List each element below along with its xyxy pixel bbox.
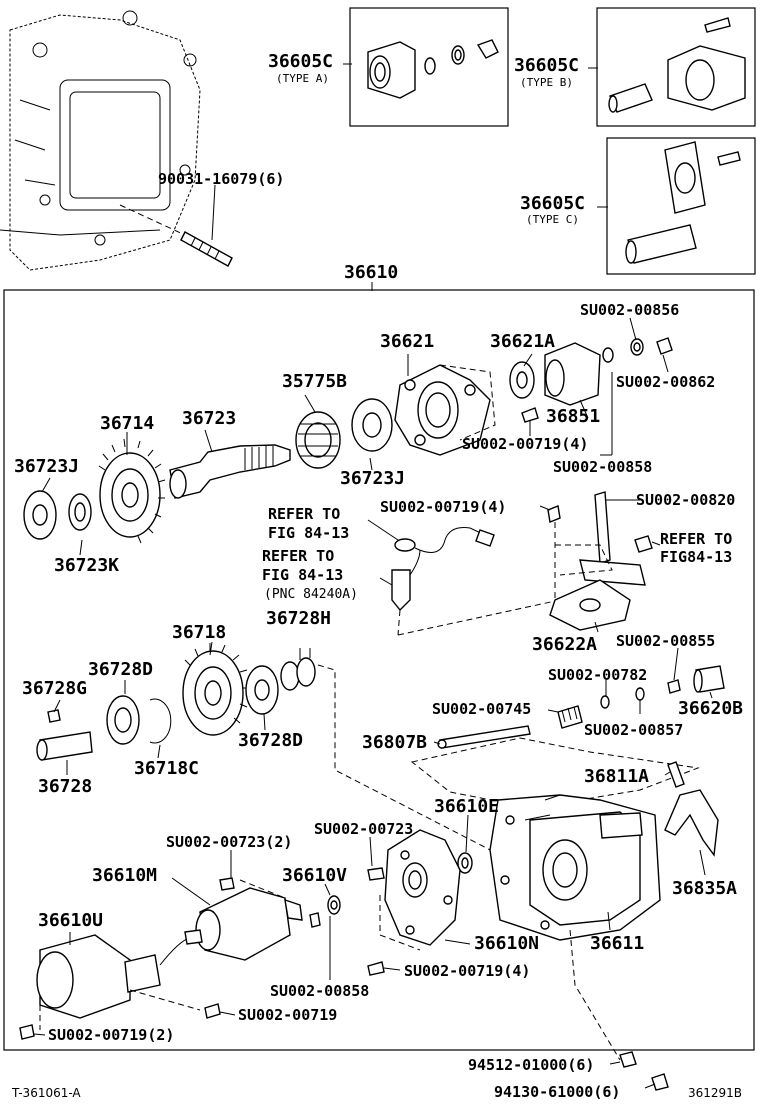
part-label-94512-01000: 94512-01000(6) xyxy=(468,1056,595,1074)
part-label-36611: 36611 xyxy=(590,933,645,954)
part-label-su002-00719-4-bottom: SU002-00719(4) xyxy=(404,962,531,980)
part-label-90031-16079: 90031-16079(6) xyxy=(158,170,285,188)
part-label-su002-00745: SU002-00745 xyxy=(432,700,532,718)
refer-to-text-1: REFER TO xyxy=(268,505,341,523)
part-label-36723: 36723 xyxy=(182,408,237,429)
fig-ref-text-1: FIG 84-13 xyxy=(268,524,350,542)
part-label-su002-00719-4-mid: SU002-00719(4) xyxy=(380,498,507,516)
part-label-36718c: 36718C xyxy=(134,758,200,779)
part-label-36610: 36610 xyxy=(344,262,399,283)
fig-ref-text-2: FIG84-13 xyxy=(660,548,733,566)
type-a-box xyxy=(349,7,509,127)
transmission-case-drawing xyxy=(0,10,201,271)
footer-figure-id-left: T-361061-A xyxy=(12,1086,81,1100)
part-label-36728h: 36728H xyxy=(266,608,332,629)
part-label-36851: 36851 xyxy=(546,406,601,427)
upper-assembly-parts xyxy=(23,337,673,544)
bracket-assembly xyxy=(547,491,653,631)
fig-ref-text-3: FIG 84-13 xyxy=(262,566,344,584)
part-label-su002-00782: SU002-00782 xyxy=(548,666,648,684)
part-label-36728d-left: 36728D xyxy=(88,659,154,680)
part-label-36723j-left: 36723J xyxy=(14,456,80,477)
refer-to-text-3: REFER TO xyxy=(262,547,335,565)
stud-bolt-drawing xyxy=(119,184,233,267)
part-label-36620b: 36620B xyxy=(678,698,744,719)
part-label-36610v: 36610V xyxy=(282,865,348,886)
type-b-box xyxy=(596,7,756,127)
part-label-su002-00820: SU002-00820 xyxy=(636,491,736,509)
footer-figure-id-right: 361291B xyxy=(688,1086,743,1100)
part-label-36605c-type-a: 36605C xyxy=(268,51,334,72)
pnc-ref-text: (PNC 84240A) xyxy=(264,587,358,602)
part-label-36621: 36621 xyxy=(380,331,435,352)
part-label-36718: 36718 xyxy=(172,622,227,643)
sensor-harness xyxy=(391,527,561,636)
part-label-36605c-type-c: 36605C xyxy=(520,193,586,214)
part-label-36610n: 36610N xyxy=(474,933,540,954)
transfer-case-drawing xyxy=(457,794,669,1091)
part-label-36807b: 36807B xyxy=(362,732,428,753)
type-a-caption: (TYPE A) xyxy=(276,72,329,85)
type-c-caption: (TYPE C) xyxy=(526,213,579,226)
type-b-caption: (TYPE B) xyxy=(520,76,573,89)
part-label-su002-00719-4-top: SU002-00719(4) xyxy=(462,435,589,453)
type-b-parts xyxy=(608,17,746,113)
part-label-36811a: 36811A xyxy=(584,766,650,787)
part-label-36621a: 36621A xyxy=(490,331,556,352)
part-label-su002-00857: SU002-00857 xyxy=(584,721,684,739)
part-label-su002-00719: SU002-00719 xyxy=(238,1006,338,1024)
part-label-35775b: 35775B xyxy=(282,371,348,392)
part-label-36714: 36714 xyxy=(100,413,155,434)
part-label-su002-00858-top: SU002-00858 xyxy=(553,458,653,476)
part-label-su002-00862: SU002-00862 xyxy=(616,373,716,391)
middle-gear-parts xyxy=(36,643,501,856)
part-label-36723j-right: 36723J xyxy=(340,468,406,489)
part-label-su002-00723: SU002-00723 xyxy=(314,820,414,838)
shift-rod-parts xyxy=(410,665,725,857)
part-label-su002-00723-2: SU002-00723(2) xyxy=(166,833,293,851)
leader-lines xyxy=(33,317,713,1089)
part-label-su002-00858-bottom: SU002-00858 xyxy=(270,982,370,1000)
part-label-36835a: 36835A xyxy=(672,878,738,899)
part-label-36622a: 36622A xyxy=(532,634,598,655)
part-label-36728d-right: 36728D xyxy=(238,730,304,751)
part-label-36610u: 36610U xyxy=(38,910,104,931)
part-label-36610m: 36610M xyxy=(92,865,158,886)
part-label-su002-00719-2: SU002-00719(2) xyxy=(48,1026,175,1044)
part-label-94130-61000: 94130-61000(6) xyxy=(494,1083,621,1101)
part-label-36723k: 36723K xyxy=(54,555,120,576)
cover-assembly xyxy=(309,829,461,976)
part-label-36728: 36728 xyxy=(38,776,93,797)
main-assembly-box xyxy=(3,289,755,1051)
part-label-su002-00856: SU002-00856 xyxy=(580,301,680,319)
part-label-36728g: 36728G xyxy=(22,678,88,699)
type-c-box xyxy=(606,137,756,275)
actuator-assembly xyxy=(19,877,303,1040)
part-label-36605c-type-b: 36605C xyxy=(514,55,580,76)
type-a-parts xyxy=(367,39,499,99)
type-c-parts xyxy=(625,141,741,264)
refer-to-text-2: REFER TO xyxy=(660,530,733,548)
part-label-36610e: 36610E xyxy=(434,796,500,817)
part-label-su002-00855: SU002-00855 xyxy=(616,632,716,650)
